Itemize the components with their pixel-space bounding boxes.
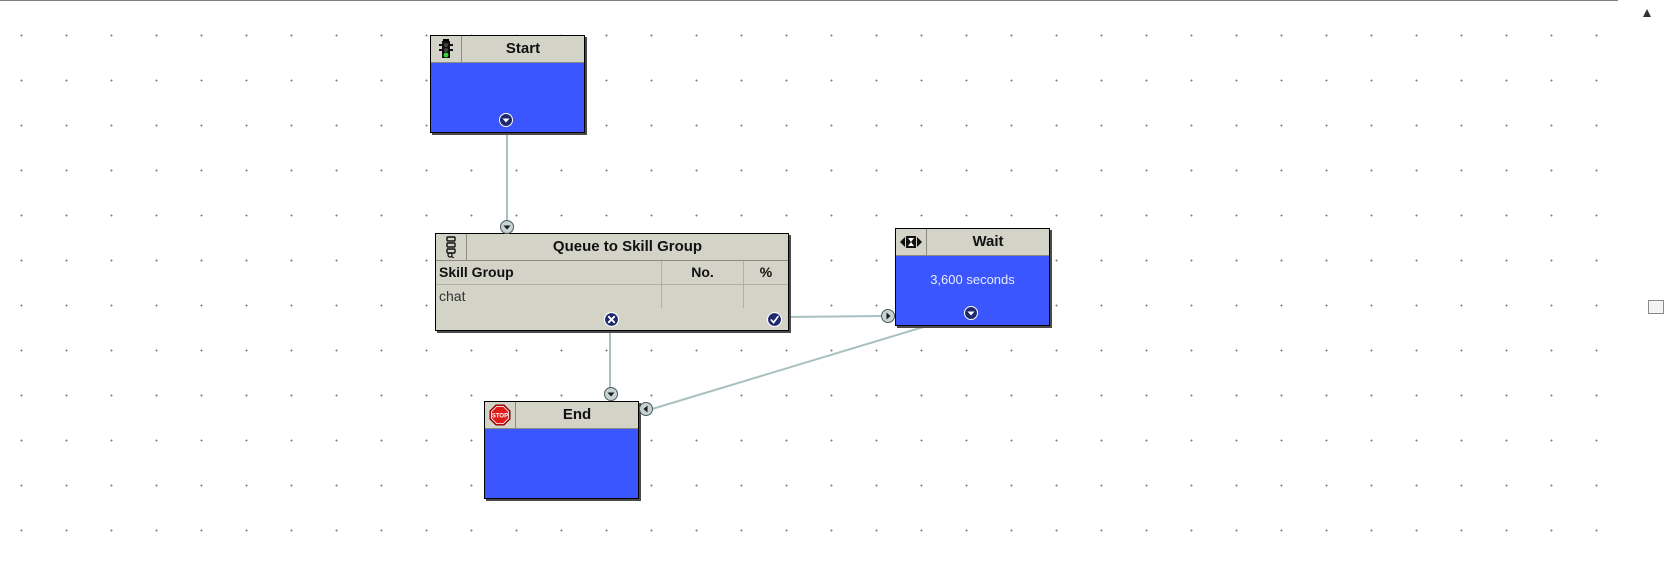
failure-exit-port-icon[interactable] (604, 312, 619, 327)
connector-wait-to-end (651, 324, 931, 410)
end-node-body (485, 429, 638, 498)
scroll-up-arrow-icon[interactable] (1642, 8, 1652, 20)
traffic-light-icon (431, 36, 462, 62)
queue-node-title: Queue to Skill Group (552, 238, 703, 255)
success-exit-port-icon[interactable] (767, 312, 782, 327)
end-node-header: STOP End (485, 402, 638, 429)
column-header-number: No. (662, 261, 744, 284)
end-entry-port-top-icon[interactable] (604, 387, 618, 401)
svg-text:STOP: STOP (492, 414, 508, 420)
start-node-title: Start (505, 40, 541, 57)
queue-node-footer (436, 308, 788, 330)
wait-node-header: Wait (896, 229, 1049, 256)
wait-exit-port-icon[interactable] (964, 306, 978, 320)
column-header-percent: % (759, 264, 773, 280)
column-header-skill-group: Skill Group (436, 261, 662, 284)
scrollbar-thumb[interactable] (1648, 300, 1664, 314)
percent-cell (744, 285, 788, 308)
skill-group-cell: chat (436, 285, 662, 308)
wait-node-title: Wait (972, 233, 1004, 250)
start-node-header: Start (431, 36, 584, 63)
queue-to-skill-group-node[interactable]: Queue to Skill Group Skill Group No. % c… (435, 233, 789, 331)
start-node[interactable]: Start (430, 35, 585, 133)
queue-entry-port-icon[interactable] (500, 220, 514, 234)
end-node-title: End (562, 406, 592, 423)
script-canvas[interactable]: Start Queue to Skill Group Skill (0, 0, 1618, 563)
table-row[interactable]: chat (436, 285, 788, 309)
hourglass-icon (896, 229, 927, 255)
skill-group-table: Skill Group No. % chat (436, 261, 788, 309)
connector-queue-to-wait (785, 315, 885, 318)
end-node[interactable]: STOP End (484, 401, 639, 499)
queue-icon (436, 234, 467, 260)
vertical-scrollbar[interactable] (1618, 0, 1670, 562)
start-exit-port-icon[interactable] (499, 113, 513, 127)
table-header-row: Skill Group No. % (436, 261, 788, 285)
queue-node-header: Queue to Skill Group (436, 234, 788, 261)
wait-duration-text: 3,600 seconds (930, 272, 1015, 287)
stop-sign-icon: STOP (485, 402, 516, 428)
number-cell (662, 285, 744, 308)
wait-node-body: 3,600 seconds (896, 256, 1049, 325)
wait-node[interactable]: Wait 3,600 seconds (895, 228, 1050, 326)
connection-lines (506, 127, 931, 410)
end-entry-port-side-icon[interactable] (639, 402, 653, 416)
wait-entry-port-icon[interactable] (881, 309, 895, 323)
